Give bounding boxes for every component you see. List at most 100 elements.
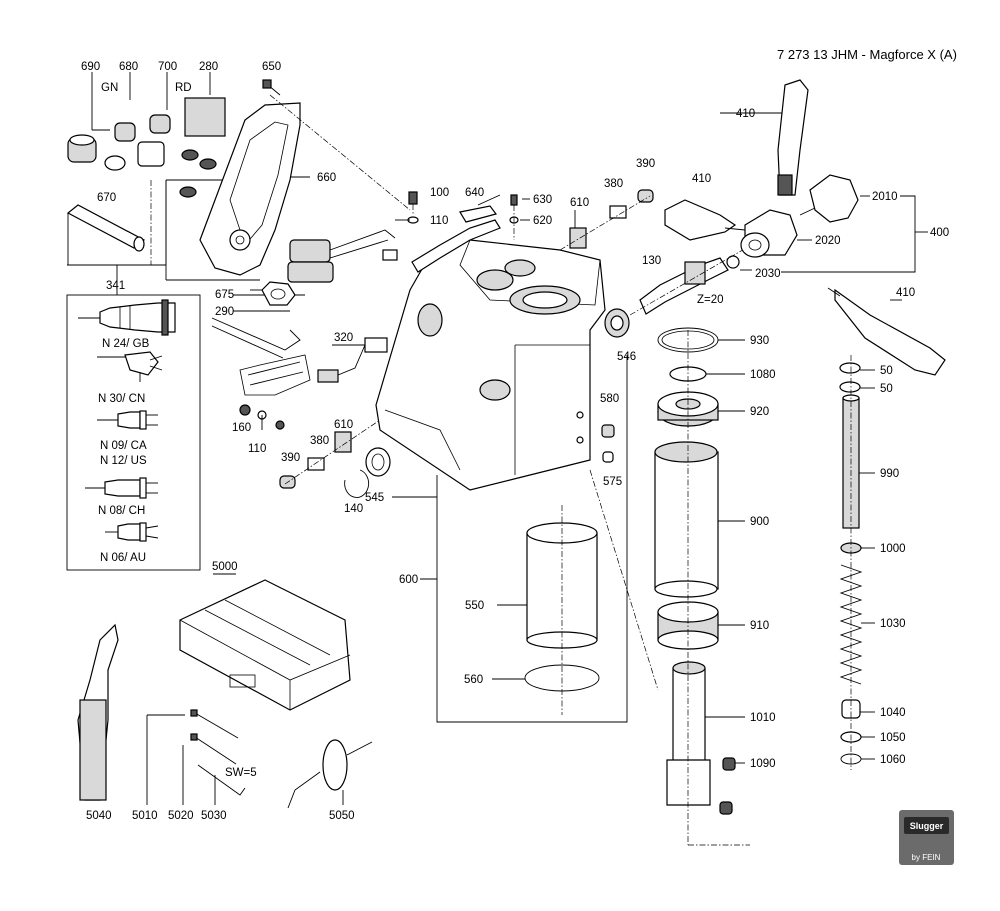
plug-au-icon bbox=[105, 522, 159, 542]
label-110b: 110 bbox=[248, 443, 266, 455]
label-5050: 5050 bbox=[329, 810, 355, 822]
bearing-546-icon bbox=[604, 308, 630, 338]
rings-50 bbox=[839, 362, 861, 393]
label-380b: 380 bbox=[310, 435, 329, 447]
label-110a: 110 bbox=[430, 215, 448, 227]
label-5000: 5000 bbox=[212, 561, 238, 573]
label-560: 560 bbox=[464, 674, 483, 686]
label-930: 930 bbox=[750, 335, 769, 347]
plug-label-ca: N 09/ CA bbox=[100, 440, 147, 452]
plug-variants-box: N 24/ GB N 30/ CN N 09/ CA N 12/ US bbox=[66, 264, 201, 571]
label-700: 700 bbox=[158, 61, 177, 73]
label-410a: 410 bbox=[736, 108, 755, 120]
label-160: 160 bbox=[232, 422, 251, 434]
carry-case-5000-icon bbox=[179, 579, 351, 711]
plug-cn-icon bbox=[97, 351, 163, 382]
label-50b: 50 bbox=[880, 383, 893, 395]
cable-sleeve-670 bbox=[66, 180, 167, 265]
screw-650-icon bbox=[262, 79, 281, 96]
label-546: 546 bbox=[617, 351, 636, 363]
label-5010: 5010 bbox=[132, 810, 158, 822]
handle-cover-660 bbox=[199, 102, 301, 276]
handle-knob-2010 bbox=[799, 174, 859, 223]
plug-label-au: N 06/ AU bbox=[100, 552, 146, 564]
handle-lever-410-left bbox=[664, 199, 746, 241]
label-410b: 410 bbox=[692, 173, 711, 185]
label-50a: 50 bbox=[880, 365, 893, 377]
label-640: 640 bbox=[465, 187, 484, 199]
pins-580-575 bbox=[601, 424, 615, 463]
plug-gb-icon bbox=[78, 299, 176, 336]
label-390b: 390 bbox=[281, 452, 300, 464]
label-545: 545 bbox=[365, 492, 384, 504]
label-320: 320 bbox=[334, 332, 353, 344]
label-5030: 5030 bbox=[201, 810, 227, 822]
label-900: 900 bbox=[750, 516, 769, 528]
leader-lines bbox=[250, 112, 928, 764]
housing-screws bbox=[407, 191, 519, 240]
gear-housing bbox=[375, 239, 606, 491]
label-675: 675 bbox=[215, 289, 234, 301]
label-z20: Z=20 bbox=[697, 294, 724, 306]
bracket-640 bbox=[411, 205, 501, 273]
brush-holder-lower bbox=[279, 419, 381, 489]
label-1080: 1080 bbox=[750, 369, 776, 381]
plug-label-gb: N 24/ GB bbox=[102, 338, 150, 350]
label-2030: 2030 bbox=[755, 268, 781, 280]
label-gn: GN bbox=[101, 82, 118, 94]
circlip-140-icon bbox=[344, 469, 370, 498]
setscrews-1090 bbox=[719, 757, 736, 815]
ejector-pin-5050-icon bbox=[287, 739, 373, 809]
label-5020: 5020 bbox=[168, 810, 194, 822]
label-410c: 410 bbox=[896, 287, 915, 299]
spindle-sleeve-1010-icon bbox=[666, 661, 711, 806]
label-390a: 390 bbox=[636, 158, 655, 170]
label-620: 620 bbox=[533, 215, 552, 227]
cable-nut-290-icon bbox=[261, 281, 296, 306]
label-140: 140 bbox=[344, 503, 363, 515]
slugger-logo: Slugger by FEIN bbox=[899, 810, 954, 865]
label-280: 280 bbox=[199, 61, 218, 73]
label-690: 690 bbox=[81, 61, 100, 73]
label-rd: RD bbox=[175, 82, 192, 94]
plug-ch-icon bbox=[85, 477, 158, 499]
handle-lever-410-right bbox=[827, 287, 946, 376]
label-5040: 5040 bbox=[86, 810, 112, 822]
drawing-title: 7 273 13 JHM - Magforce X (A) bbox=[777, 47, 957, 62]
label-660: 660 bbox=[317, 172, 336, 184]
handle-hub-2020 bbox=[740, 209, 798, 258]
brush-holder-upper bbox=[559, 189, 654, 251]
label-575: 575 bbox=[603, 476, 622, 488]
logo-sub: by FEIN bbox=[912, 853, 941, 862]
label-1000: 1000 bbox=[880, 543, 906, 555]
plug-label-ch: N 08/ CH bbox=[98, 505, 145, 517]
pinion-shaft-130 bbox=[639, 255, 740, 315]
label-550: 550 bbox=[465, 600, 484, 612]
label-1050: 1050 bbox=[880, 732, 906, 744]
label-1040: 1040 bbox=[880, 707, 906, 719]
label-670: 670 bbox=[97, 192, 116, 204]
label-1030: 1030 bbox=[880, 618, 906, 630]
plug-label-us: N 12/ US bbox=[100, 455, 147, 467]
label-sw5: SW=5 bbox=[225, 767, 257, 779]
bearing-545-icon bbox=[365, 447, 391, 477]
label-920: 920 bbox=[750, 406, 769, 418]
bolts-5010-5020 bbox=[190, 709, 239, 765]
label-130: 130 bbox=[642, 255, 661, 267]
label-610a: 610 bbox=[570, 197, 589, 209]
label-580: 580 bbox=[600, 393, 619, 405]
label-2020: 2020 bbox=[815, 235, 841, 247]
label-100: 100 bbox=[430, 187, 449, 199]
part-labels: 690 680 700 280 650 GN RD 670 660 341 10… bbox=[81, 61, 949, 822]
plug-label-cn: N 30/ CN bbox=[98, 393, 145, 405]
switch-harness-675 bbox=[233, 229, 398, 296]
cable-grommets bbox=[67, 72, 260, 281]
sleeve-900-icon bbox=[654, 441, 719, 598]
logo-brand: Slugger bbox=[910, 821, 944, 831]
label-600: 600 bbox=[399, 574, 418, 586]
hex-key-5030-icon bbox=[197, 764, 246, 796]
label-2010: 2010 bbox=[872, 191, 898, 203]
label-1010: 1010 bbox=[750, 712, 776, 724]
strap-5040-icon bbox=[77, 623, 119, 801]
